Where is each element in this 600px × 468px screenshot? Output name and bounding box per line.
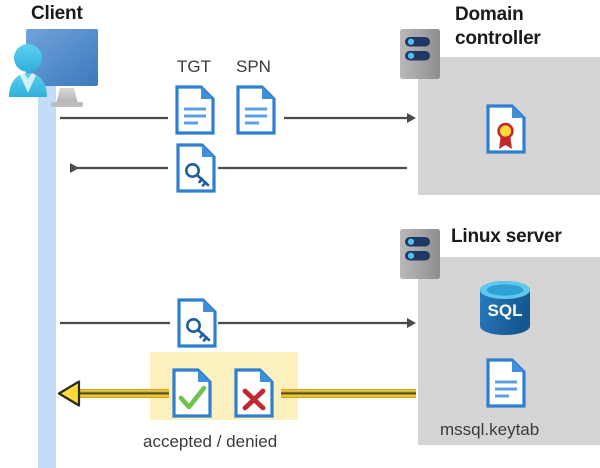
sql-database-icon: SQL (480, 281, 530, 335)
accepted-denied-caption: accepted / denied (143, 432, 278, 451)
linux-server-title: Linux server (451, 226, 562, 247)
certificate-icon (486, 104, 526, 154)
client-lifeline (38, 72, 56, 468)
domain-controller-server-icon (400, 29, 440, 79)
linux-server-server-icon (400, 229, 440, 279)
sql-icon-label: SQL (488, 301, 523, 320)
message-4-arrow (57, 380, 416, 407)
domain-controller-title-line1: Domain (455, 4, 524, 25)
client-title: Client (31, 3, 83, 24)
message-3-ticket-icon (177, 298, 217, 348)
domain-controller-title-line2: controller (455, 28, 541, 49)
spn-label: SPN (236, 57, 271, 76)
accepted-document-icon (174, 370, 210, 416)
message-2-ticket-icon (176, 143, 216, 193)
denied-document-icon (236, 370, 272, 416)
spn-document-icon (236, 85, 276, 135)
response-highlight-box (150, 352, 298, 420)
tgt-label: TGT (177, 57, 211, 76)
tgt-document-icon (175, 85, 215, 135)
keytab-document-icon (486, 358, 526, 408)
keytab-filename-label: mssql.keytab (440, 420, 540, 439)
client-icon (9, 29, 98, 107)
